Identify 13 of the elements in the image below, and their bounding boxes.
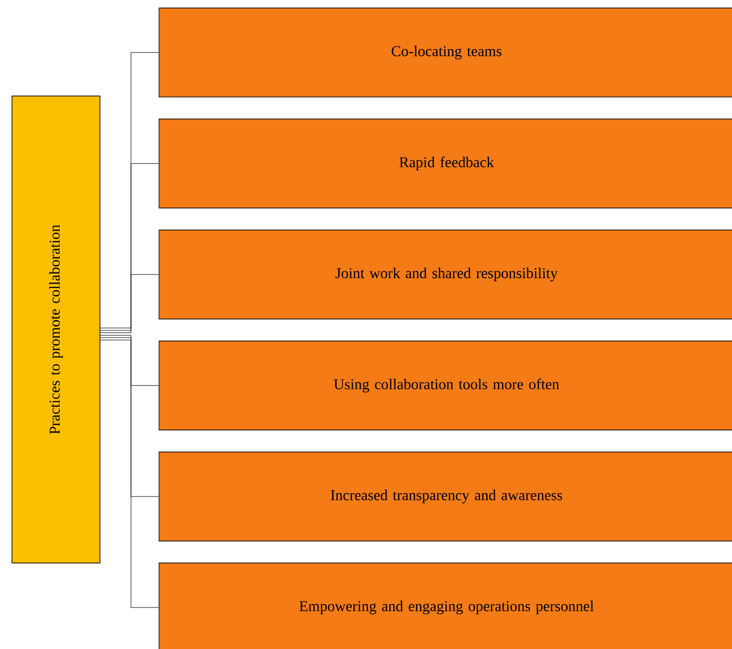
connector <box>100 52 159 328</box>
practice-box: Joint work and shared responsibility <box>158 230 732 320</box>
connector <box>100 340 159 608</box>
practice-box: Using collaboration tools more often <box>158 340 732 430</box>
category-box: Practices to promote collaboration <box>12 96 100 564</box>
connector <box>100 337 159 497</box>
connector <box>100 334 159 386</box>
connector <box>100 274 159 334</box>
practice-box: Empowering and engaging operations personnel <box>158 562 732 649</box>
practice-box: Increased transparency and awareness <box>158 452 732 542</box>
practice-box: Co-locating teams <box>158 8 732 98</box>
connector <box>100 163 159 331</box>
practice-box: Rapid feedback <box>158 118 732 208</box>
